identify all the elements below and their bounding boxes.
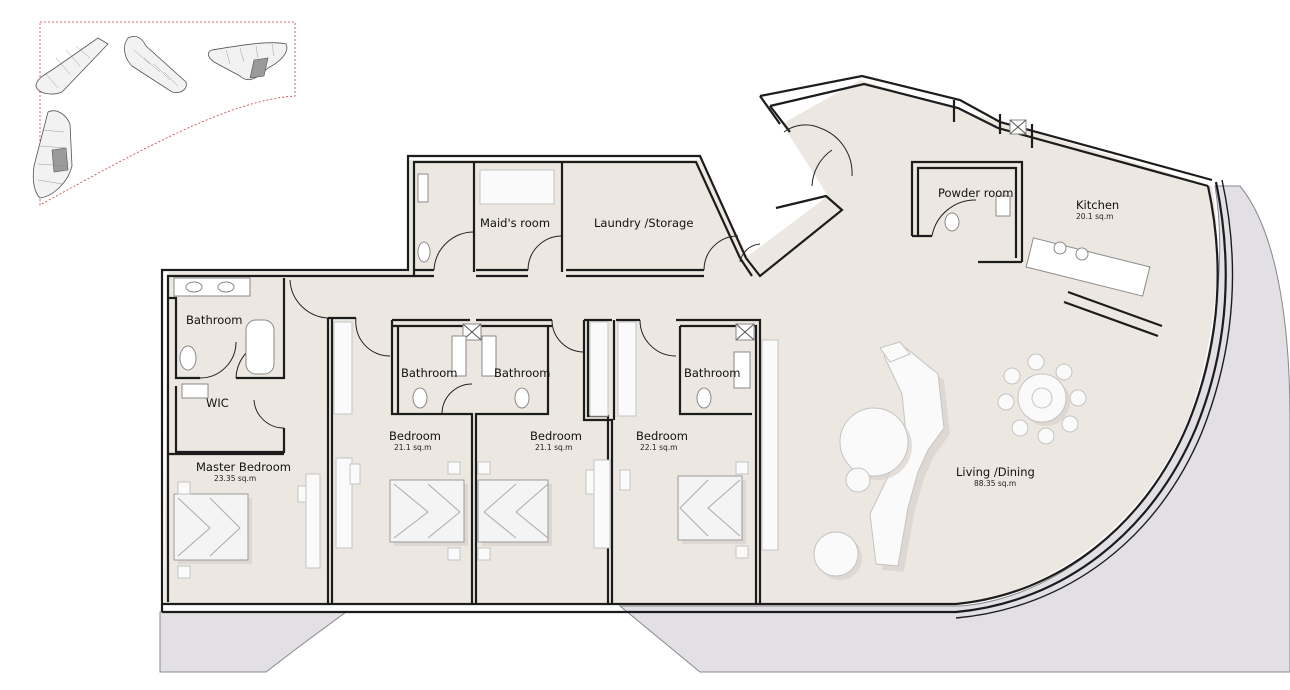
- bedroom-3-area: 22.1 sq.m: [640, 443, 677, 452]
- living-dining-area: 88.35 sq.m: [974, 479, 1016, 488]
- living-dining-label: Living /Dining: [956, 465, 1035, 479]
- apartment-floor: [164, 80, 1218, 604]
- master-bedroom-area: 23.35 sq.m: [214, 474, 256, 483]
- service-shafts: [462, 119, 1027, 341]
- laundry-label: Laundry /Storage: [594, 216, 693, 230]
- kitchen-area: 20.1 sq.m: [1076, 212, 1113, 221]
- maids-room-label: Maid's room: [480, 216, 550, 230]
- bedroom-2-label: Bedroom: [530, 429, 582, 443]
- bedroom-1-label: Bedroom: [389, 429, 441, 443]
- armchair: [813, 531, 859, 577]
- bedroom-3-bed: [677, 475, 743, 541]
- bathroom-1-label: Bathroom: [401, 366, 457, 380]
- fixtures: [173, 169, 1151, 409]
- key-plan-unit-highlight: [249, 57, 269, 79]
- bathroom-3-label: Bathroom: [684, 366, 740, 380]
- coffee-table: [839, 407, 909, 477]
- key-plan-building-3: [208, 42, 288, 81]
- wic-label: WIC: [206, 396, 229, 410]
- furniture: [173, 321, 1087, 580]
- kitchen-label: Kitchen: [1076, 198, 1119, 212]
- exterior-walls: [160, 74, 1234, 619]
- bedroom-2-area: 21.1 sq.m: [535, 443, 572, 452]
- powder-room-label: Powder room: [938, 186, 1013, 200]
- master-bathroom-label: Bathroom: [186, 313, 242, 327]
- key-plan-unit-highlight-2: [51, 147, 69, 173]
- dining-set: [997, 353, 1087, 445]
- bedroom-2-bed: [477, 479, 549, 543]
- master-bedroom-label: Master Bedroom: [196, 460, 291, 474]
- key-plan-building-1: [35, 37, 109, 95]
- terrace: [159, 611, 348, 673]
- room-labels: Maid's room Laundry /Storage Powder room…: [186, 186, 1119, 488]
- key-plan: [32, 21, 296, 206]
- bedroom-3-label: Bedroom: [636, 429, 688, 443]
- key-plan-building-2: [124, 36, 187, 93]
- bedroom-1-area: 21.1 sq.m: [394, 443, 431, 452]
- bathroom-2-label: Bathroom: [494, 366, 550, 380]
